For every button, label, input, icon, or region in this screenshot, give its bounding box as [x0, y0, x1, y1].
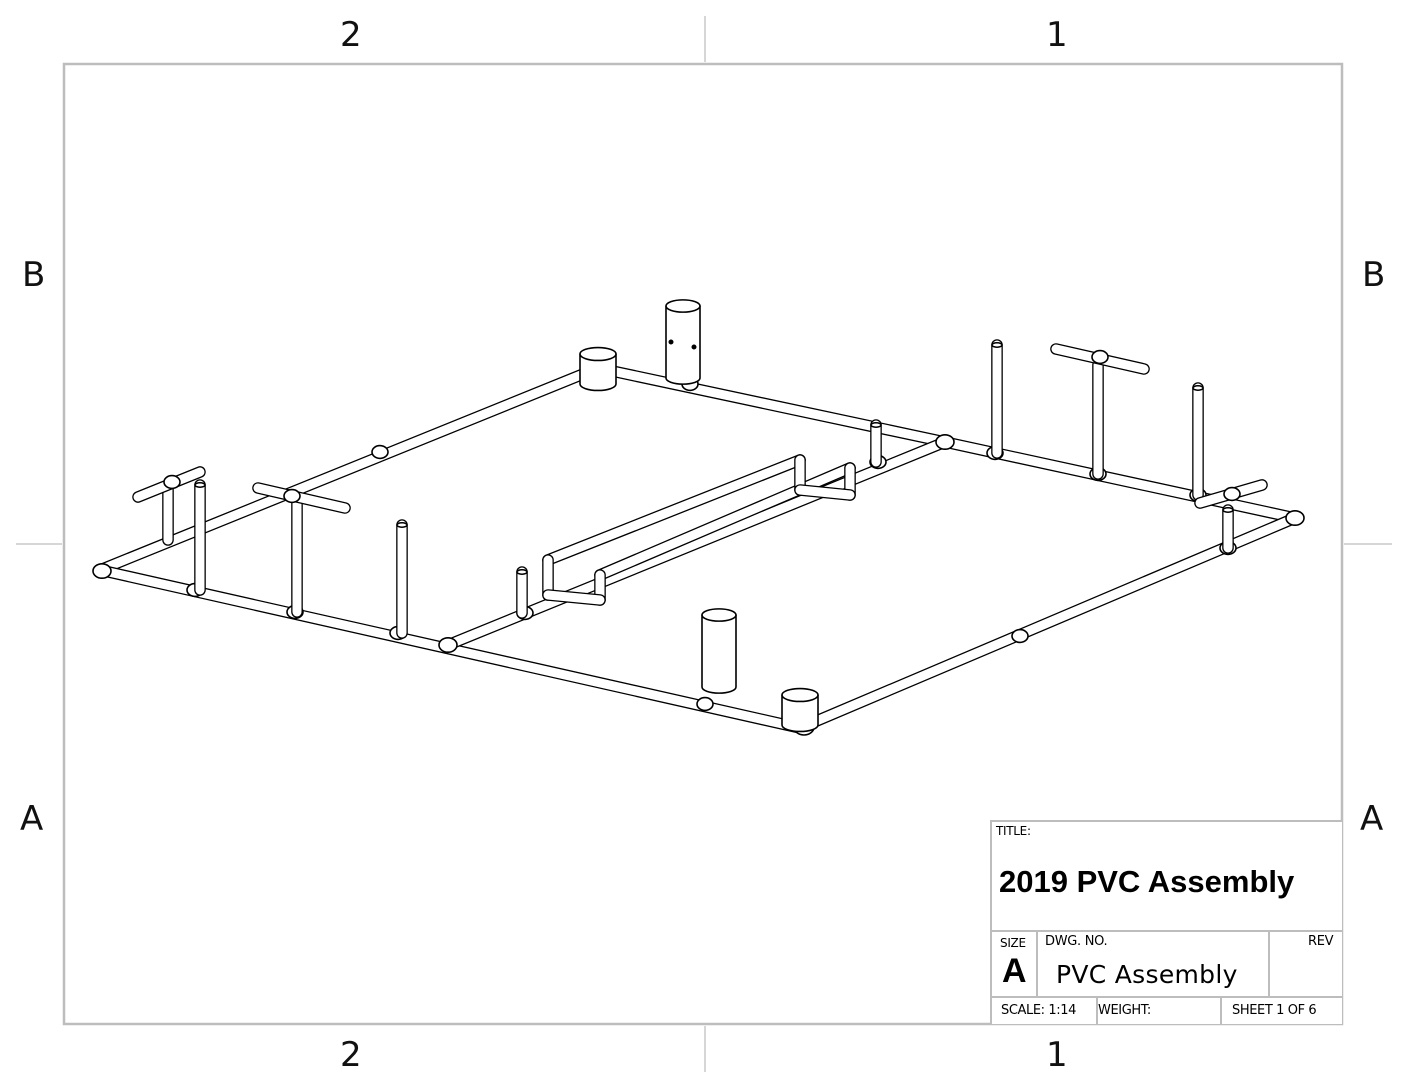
sleeve-coupler-front — [781, 687, 819, 733]
riser-cap — [870, 422, 882, 428]
pipe-fill — [253, 483, 350, 513]
size-label: SIZE — [1000, 936, 1026, 950]
pipe-fill — [543, 590, 605, 605]
pipe-fill — [795, 485, 855, 500]
zone-row-a-left: A — [20, 799, 44, 839]
coupling — [1011, 628, 1029, 644]
sleeve-coupler-back — [579, 346, 617, 392]
dwg-no-value: PVC Assembly — [1056, 960, 1238, 989]
dwg-no-label: DWG. NO. — [1045, 934, 1108, 949]
tee-fitting — [696, 696, 714, 712]
tee-fitting-back — [935, 433, 955, 450]
pipe-fill — [795, 513, 1300, 733]
coupler-body — [701, 614, 737, 694]
tee-fitting-front — [438, 636, 458, 653]
coupler-top — [781, 687, 819, 703]
coupler-body — [781, 694, 819, 733]
riser-cap — [991, 342, 1003, 348]
coupler-top — [665, 299, 701, 313]
corner-elbow-right — [1285, 509, 1305, 526]
coupler-top — [701, 608, 737, 622]
corner-elbow-left — [92, 562, 112, 579]
bolt-hole — [668, 339, 674, 345]
drawing-title: 2019 PVC Assembly — [999, 864, 1295, 899]
zone-col-1-bottom: 1 — [1046, 1035, 1068, 1075]
sleeve-coupler-tall-back — [665, 299, 701, 385]
rev-label: REV — [1308, 934, 1334, 949]
coupler-body — [579, 353, 617, 392]
t-handle-tee — [163, 474, 181, 490]
zone-col-2-bottom: 2 — [340, 1035, 362, 1075]
t-handle-tee — [1223, 486, 1241, 502]
zone-row-b-right: B — [1362, 255, 1386, 295]
riser-cap — [516, 569, 528, 575]
sheet-border — [62, 62, 1344, 1026]
pipe-fill — [593, 363, 950, 447]
sleeve-coupler-tall-front — [701, 608, 737, 694]
pipe-fill — [95, 363, 603, 575]
coupler-top — [579, 346, 617, 362]
riser-cap — [396, 522, 408, 528]
coupling — [371, 444, 389, 460]
riser-cap — [194, 482, 206, 488]
zone-col-1-top: 1 — [1046, 15, 1068, 55]
coupler-body — [665, 305, 701, 385]
zone-row-a-right: A — [1360, 799, 1384, 839]
size-value: A — [1002, 952, 1027, 990]
pipe-fill — [543, 455, 805, 565]
riser-cap — [1192, 385, 1204, 391]
t-handle-tee — [1091, 349, 1109, 365]
zone-row-b-left: B — [22, 255, 46, 295]
title-block: TITLE: 2019 PVC Assembly SIZE A DWG. NO.… — [990, 820, 1342, 1024]
riser-cap — [1222, 507, 1234, 513]
title-label: TITLE: — [996, 824, 1031, 838]
zone-dividers — [16, 16, 1392, 1072]
bolt-hole — [691, 344, 697, 350]
scale-text: SCALE: 1:14 — [1001, 1003, 1076, 1018]
pvc-assembly-drawing — [92, 299, 1305, 736]
t-handle-tee — [283, 488, 301, 504]
weight-text: WEIGHT: — [1098, 1003, 1151, 1018]
sheet-text: SHEET 1 OF 6 — [1232, 1003, 1317, 1018]
zone-col-2-top: 2 — [340, 15, 362, 55]
